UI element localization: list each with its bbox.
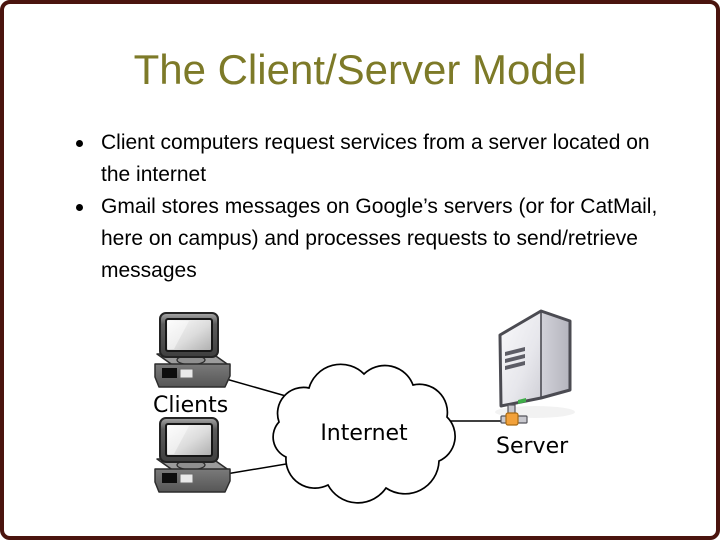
page-title: The Client/Server Model <box>133 46 587 93</box>
client-computer-icon-1 <box>154 312 231 388</box>
network-connector-icon <box>500 404 528 426</box>
bullet-list: Client computers request services from a… <box>74 127 680 287</box>
server-led-icon <box>518 398 526 404</box>
client-computer-icon-2 <box>154 417 231 493</box>
bullet-icon <box>76 140 83 147</box>
server-icon <box>495 309 575 426</box>
internet-label: Internet <box>320 421 408 446</box>
server-label: Server <box>496 434 569 459</box>
bullet-text: Client computers request services from a… <box>101 131 650 186</box>
bullet-text: Gmail stores messages on Google’s server… <box>101 195 658 282</box>
list-item: Client computers request services from a… <box>74 127 680 191</box>
server-vents-icon <box>505 347 525 370</box>
internet-cloud: Internet <box>272 363 456 504</box>
client-server-diagram: Internet Clients Server <box>153 309 575 504</box>
list-item: Gmail stores messages on Google’s server… <box>74 191 680 287</box>
clients-label: Clients <box>153 393 228 418</box>
bullet-icon <box>76 204 83 211</box>
